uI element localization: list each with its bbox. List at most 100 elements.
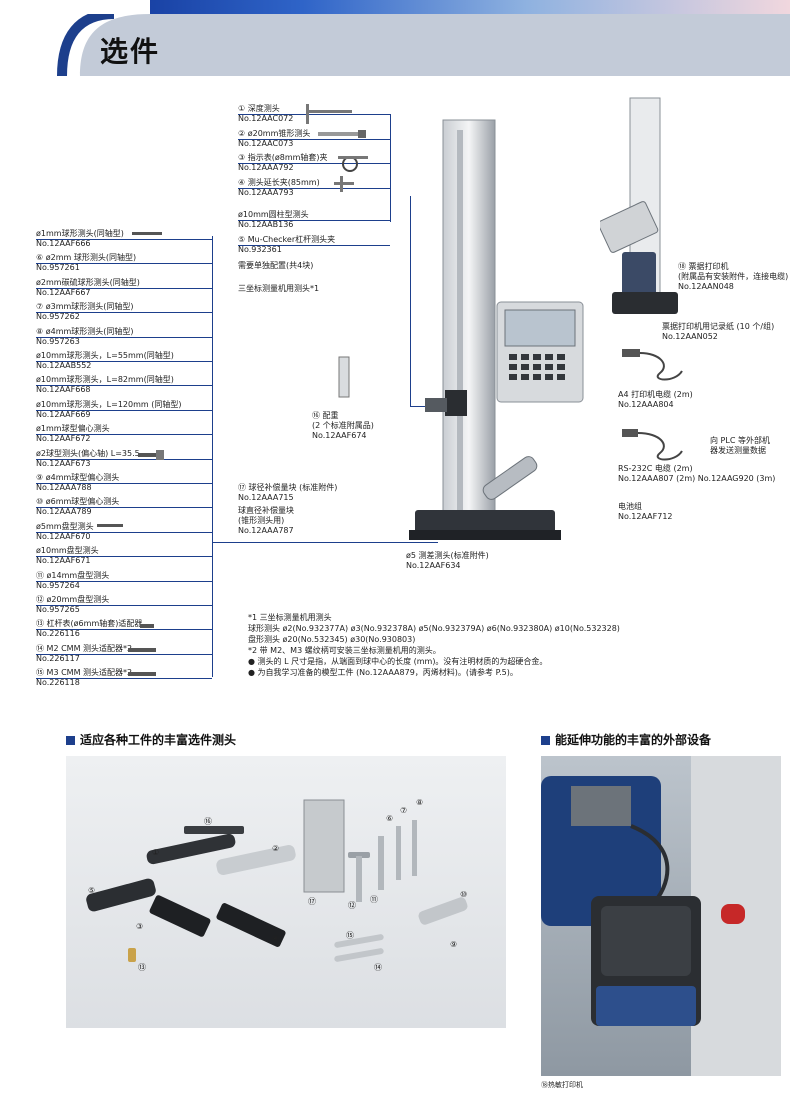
left-label-name: ø1mm球形测头(同轴型) xyxy=(36,229,124,238)
photo-number: ⑰ xyxy=(308,897,316,906)
right-label: RS-232C 电缆 (2m)No.12AAA807 (2m) No.12AAG… xyxy=(618,464,775,484)
mid-label: 球直径补偿量块(锥形测头用)No.12AAA787 xyxy=(238,506,294,536)
top-label-number: No.12AAB136 xyxy=(238,220,294,229)
left-underline xyxy=(36,678,212,680)
probe-icons-top xyxy=(306,104,368,192)
left-underline xyxy=(36,629,212,631)
photo-number: ⑯ xyxy=(204,817,212,826)
mid-label-name: ⑯ 配重 xyxy=(312,411,339,420)
right-label-number: No.12AAA807 (2m) No.12AAG920 (3m) xyxy=(618,474,776,483)
left-label-number: No.12AAF673 xyxy=(36,458,91,468)
photo-number: ② xyxy=(272,844,280,853)
left-label: ø2mm碳硫球形测头(同轴型)No.12AAF667 xyxy=(36,278,140,298)
left-label: ø10mm球形测头，L=82mm(同轴型)No.12AAF668 xyxy=(36,375,174,395)
adapter-icon-1 xyxy=(140,624,154,628)
right-label-name: RS-232C 电缆 (2m) xyxy=(618,464,693,473)
left-label: ⑥ ø2mm 球形测头(同轴型)No.957261 xyxy=(36,253,136,273)
top-underline xyxy=(238,220,390,221)
right-label: ⑱ 票据打印机(附属品有安装附件，连接电缆)No.12AAN048 xyxy=(678,262,788,292)
top-label-name: ø10mm圆柱型测头 xyxy=(238,210,309,219)
photo-number: ⑫ xyxy=(348,901,356,910)
section-title-devices: 能延伸功能的丰富的外部设备 xyxy=(541,731,711,748)
left-label-number: No.957261 xyxy=(36,263,80,273)
square-bullet-icon xyxy=(66,736,75,745)
probe-icon-1mm xyxy=(132,232,162,235)
left-label-name: ⑫ ø20mm盘型测头 xyxy=(36,595,110,604)
left-underline xyxy=(36,239,212,240)
top-label: 三坐标测量机用测头*1 xyxy=(238,284,319,294)
top-label-name: 三坐标测量机用测头*1 xyxy=(238,284,320,293)
left-bracket-line xyxy=(212,236,213,677)
left-label-number: No.957262 xyxy=(36,312,80,322)
left-label: ø10mm球形测头，L=120mm (同轴型)No.12AAF669 xyxy=(36,400,181,420)
right-label: 票据打印机用记录纸 (10 个/组)No.12AAN052 xyxy=(662,322,774,342)
note-line: ● 测头的 L 尺寸是指，从端面到球中心的长度 (mm)。没有注明材质的为超硬合… xyxy=(248,657,548,666)
left-underline xyxy=(36,458,212,460)
left-label-number: No.226117 xyxy=(36,653,80,663)
photo-number: ⑪ xyxy=(370,895,378,904)
left-underline xyxy=(36,653,212,655)
left-underline xyxy=(36,263,212,265)
left-underline xyxy=(36,312,212,314)
printer-caption: ⑱热敏打印机 xyxy=(541,1081,583,1089)
left-underline xyxy=(36,385,212,387)
mid-label-number: No.12AAA787 xyxy=(238,526,294,535)
right-label-name: ⑱ 票据打印机 xyxy=(678,262,729,271)
left-label-name: ø2球型测头(偏心轴) L=35.5 xyxy=(36,448,140,458)
right-label-number: No.12AAN048 xyxy=(678,282,734,291)
top-underline xyxy=(238,245,390,246)
left-label-name: ø10mm球形测头，L=120mm (同轴型) xyxy=(36,399,182,409)
note-line: 球形测头 ø2(No.932377A) ø3(No.932378A) ø5(No… xyxy=(248,624,620,633)
left-underline xyxy=(36,361,212,362)
eccentric-probe-icon xyxy=(138,450,164,460)
top-label-name: ② ø20mm锥形测头 xyxy=(238,129,311,138)
left-label-name: ⑨ ø4mm球型偏心测头 xyxy=(36,473,120,482)
left-label-number: No.12AAF669 xyxy=(36,409,91,419)
square-bullet-icon xyxy=(541,736,550,745)
rs232c-cable-icon xyxy=(622,429,683,461)
top-underline xyxy=(238,163,390,164)
left-label-number: No.226116 xyxy=(36,629,80,639)
top-underline xyxy=(238,139,390,140)
mid-label-sub: (2 个标准附属品) xyxy=(312,421,374,430)
photo-number: ⑭ xyxy=(374,963,382,972)
mid-label: ø5 测差测头(标准附件)No.12AAF634 xyxy=(406,551,489,571)
top-underline xyxy=(238,114,390,115)
note-line: *2 带 M2、M3 螺纹柄可安装三坐标测量机用的测头。 xyxy=(248,646,441,655)
top-label-number: No.12AAC073 xyxy=(238,139,294,148)
left-label-number: No.12AAF666 xyxy=(36,239,91,248)
photo-number: ⑧ xyxy=(416,798,424,807)
right-label-name: 票据打印机用记录纸 (10 个/组) xyxy=(662,322,775,331)
top-label-name: 需要单独配置(共4块) xyxy=(238,261,314,270)
left-label-number: No.957264 xyxy=(36,580,80,590)
left-label-number: No.12AAA788 xyxy=(36,483,92,492)
top-label-name: ① 深度测头 xyxy=(238,104,280,113)
left-label-number: No.12AAF672 xyxy=(36,434,91,444)
photo-number: ① xyxy=(152,848,160,857)
left-underline xyxy=(36,605,212,606)
left-label-number: No.12AAF671 xyxy=(36,556,91,566)
top-label-name: ⑤ Mu-Checker杠杆测头夹 xyxy=(238,235,336,244)
photo-number: ⑦ xyxy=(400,806,408,815)
right-label-number: No.12AAN052 xyxy=(662,332,718,341)
header-gradient xyxy=(40,0,790,14)
top-drop-line xyxy=(410,196,411,406)
mid-label: ⑯ 配重(2 个标准附属品)No.12AAF674 xyxy=(312,411,374,441)
left-label-name: ø10mm球形测头，L=55mm(同轴型) xyxy=(36,351,174,360)
right-label-number: No.12AAF712 xyxy=(618,512,673,521)
photo-number: ④ xyxy=(272,934,280,943)
left-label-name: ø10mm球形测头，L=82mm(同轴型) xyxy=(36,375,174,385)
adapter-icon-3 xyxy=(128,672,156,676)
left-label-number: No.957263 xyxy=(36,336,80,346)
counterweight-icon xyxy=(338,356,350,398)
